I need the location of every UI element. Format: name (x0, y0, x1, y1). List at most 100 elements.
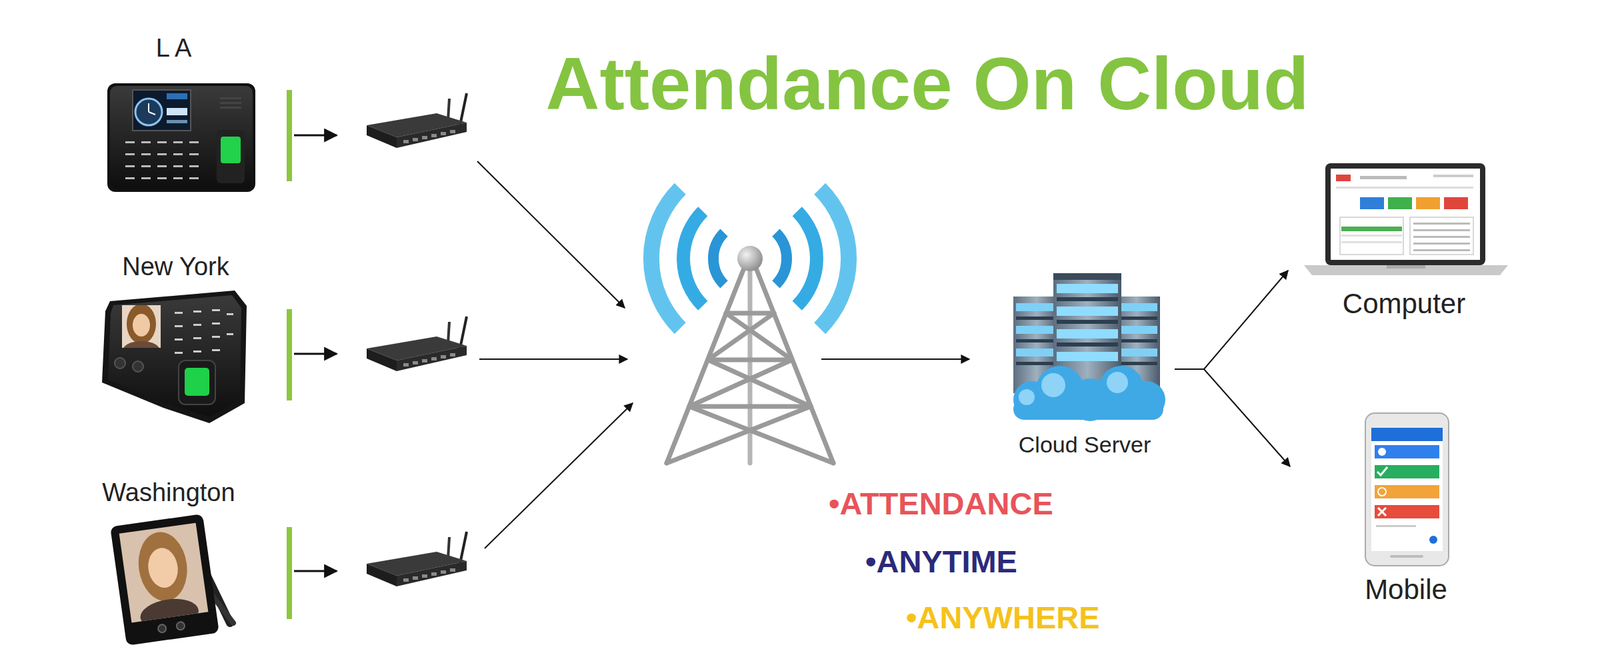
fingerprint-terminal (220, 97, 242, 109)
face-terminal (193, 337, 202, 340)
cloud-server (1056, 342, 1118, 347)
cloud-server (1013, 273, 1166, 422)
flow-arrow (477, 161, 625, 308)
router (431, 572, 437, 576)
fingerprint-terminal (173, 177, 183, 180)
green-bar (286, 90, 292, 620)
device-node: New York (94, 252, 258, 427)
mobile-phone (1429, 536, 1438, 544)
cloud-server (1116, 339, 1158, 343)
face-terminal (174, 338, 183, 341)
radio-tower (748, 270, 753, 464)
green-bar (286, 90, 292, 182)
device-node: Washington (78, 478, 259, 649)
device-node: Cloud Server (994, 266, 1175, 459)
cloud-server (1018, 372, 1128, 406)
green-bar (286, 527, 292, 620)
fingerprint-terminal (173, 141, 183, 144)
fingerprint-terminal (220, 136, 241, 164)
router (403, 568, 456, 582)
face-tablet (157, 624, 167, 634)
node-label: Washington (102, 478, 235, 509)
face-terminal (212, 309, 220, 312)
radio-tower (737, 246, 763, 272)
router (431, 134, 437, 138)
mobile-phone (1378, 488, 1386, 496)
device-node: Mobile (1292, 406, 1520, 607)
fingerprint-terminal (166, 108, 188, 116)
router (403, 578, 409, 582)
router (422, 574, 428, 578)
laptop (1330, 168, 1480, 260)
cloud-server (1016, 339, 1058, 343)
fingerprint-terminal (148, 103, 150, 112)
radio-tower (651, 188, 849, 464)
router (366, 564, 397, 587)
fingerprint-terminal (141, 153, 151, 156)
slogan-text: •ANYWHERE (906, 602, 1100, 634)
face-terminal (174, 309, 234, 354)
fingerprint-terminal (157, 177, 167, 180)
fingerprint-terminal (157, 153, 167, 156)
cloud-server (1056, 352, 1118, 362)
face-terminal (212, 322, 220, 325)
face-terminal (114, 358, 126, 369)
router (403, 353, 456, 367)
mobile-phone (1378, 508, 1386, 516)
cloud-server (1116, 348, 1158, 357)
router (440, 132, 446, 136)
cloud-server (1016, 362, 1058, 366)
radio-tower (726, 311, 774, 316)
face-terminal (102, 290, 247, 424)
fingerprint-terminal (141, 165, 151, 168)
face-terminal (193, 310, 202, 313)
cloud-server (1116, 362, 1158, 366)
router (366, 532, 467, 587)
laptop (1304, 265, 1508, 276)
fingerprint-terminal (173, 153, 183, 156)
radio-tower (683, 211, 703, 306)
slogan-text: •ANYTIME (865, 546, 1018, 578)
cloud-server (1016, 348, 1058, 357)
router (448, 98, 450, 120)
cloud-server (1056, 297, 1118, 302)
radio-tower (666, 270, 744, 464)
node-label: Mobile (1364, 573, 1448, 607)
fingerprint-terminal (189, 141, 199, 144)
mobile-phone (1365, 413, 1449, 566)
mobile-phone (1371, 428, 1443, 442)
fingerprint-terminal (189, 177, 199, 180)
face-terminal (174, 312, 183, 314)
fingerprint-terminal (107, 83, 256, 192)
face-tablet (134, 529, 192, 605)
fingerprint-terminal (132, 90, 191, 131)
node-label: New York (122, 252, 230, 283)
router (422, 136, 428, 140)
laptop (1444, 197, 1468, 210)
laptop (1413, 222, 1470, 225)
router (412, 361, 418, 365)
slogan-text: •ATTENDANCE (828, 488, 1054, 520)
device-node: L A (92, 33, 256, 198)
cloud-server (1018, 389, 1035, 406)
fingerprint-terminal (141, 177, 151, 180)
cloud-server (1041, 373, 1066, 398)
laptop (1416, 197, 1440, 210)
radio-tower (689, 360, 792, 407)
face-tablet (146, 546, 181, 590)
radio-tower (820, 188, 849, 328)
laptop (1341, 241, 1402, 244)
flow-arrow (479, 358, 628, 360)
laptop (1388, 197, 1412, 210)
router (396, 561, 467, 587)
router (448, 537, 450, 559)
laptop (1360, 197, 1384, 210)
fingerprint-terminal (157, 165, 167, 168)
face-tablet (110, 514, 220, 646)
cloud-server (1116, 316, 1158, 320)
fingerprint-terminal (189, 165, 199, 168)
connector-group (1174, 270, 1290, 467)
laptop (1360, 176, 1407, 180)
router (450, 568, 456, 572)
